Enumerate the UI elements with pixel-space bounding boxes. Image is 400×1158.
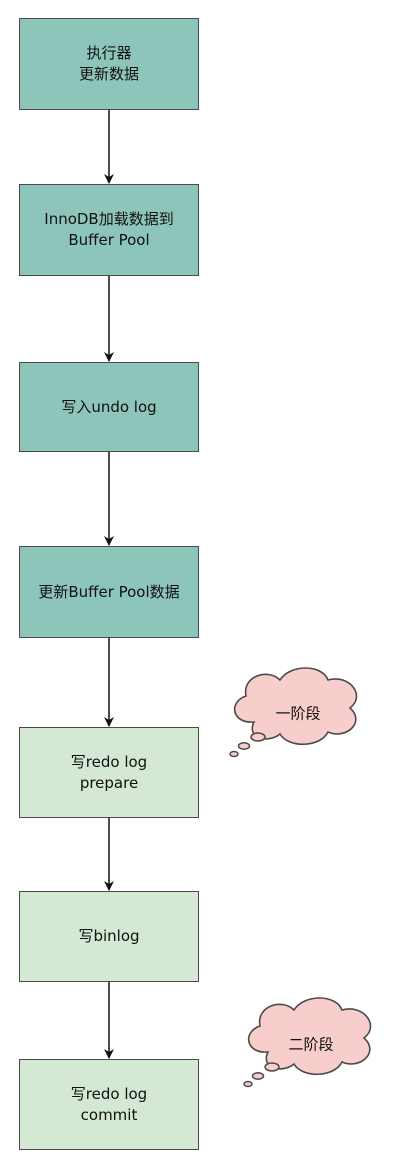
step-2-line-2: Buffer Pool xyxy=(68,231,150,249)
phase-two-cloud xyxy=(243,997,372,1088)
phase-one-cloud xyxy=(229,667,358,758)
step-redo-log-commit: 写redo log commit xyxy=(19,1059,199,1150)
step-6-line-1: 写binlog xyxy=(78,927,140,945)
step-1-line-2: 更新数据 xyxy=(78,65,139,83)
step-innodb-load: InnoDB加载数据到 Buffer Pool xyxy=(19,184,199,276)
step-write-undo-log: 写入undo log xyxy=(19,362,199,452)
phase-one-label: 一阶段 xyxy=(275,704,321,723)
step-executor-update: 执行器 更新数据 xyxy=(19,18,199,110)
step-4-line-1: 更新Buffer Pool数据 xyxy=(38,582,180,601)
phase-two-label: 二阶段 xyxy=(288,1035,334,1054)
step-5-line-1: 写redo log xyxy=(70,752,148,771)
step-7-line-2: commit xyxy=(80,1105,138,1124)
step-write-binlog: 写binlog xyxy=(19,891,199,982)
step-3-line-1: 写入undo log xyxy=(61,397,157,416)
step-2-line-1: InnoDB加载数据到 xyxy=(44,210,174,228)
step-update-buffer-pool: 更新Buffer Pool数据 xyxy=(19,546,199,638)
step-1-line-1: 执行器 xyxy=(86,44,132,62)
step-5-line-2: prepare xyxy=(79,773,139,792)
step-7-line-1: 写redo log xyxy=(70,1084,148,1103)
step-redo-log-prepare: 写redo log prepare xyxy=(19,727,199,818)
